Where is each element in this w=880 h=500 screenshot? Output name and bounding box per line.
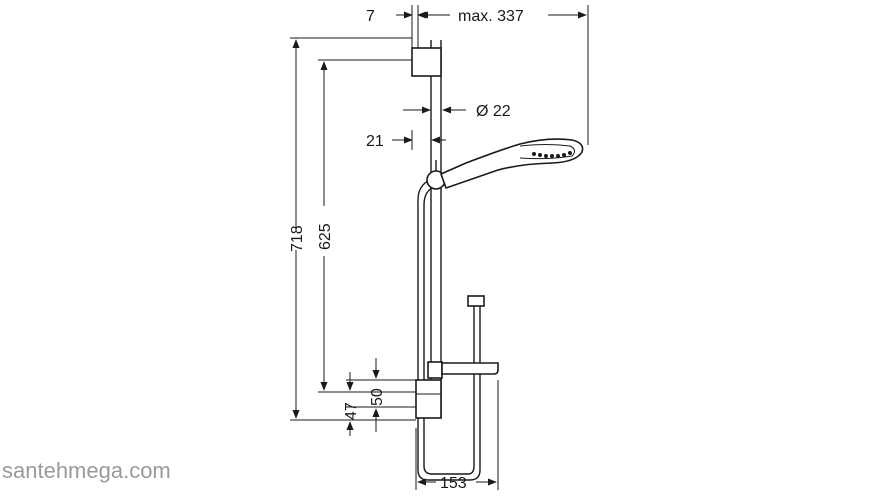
shower-hose [417, 177, 481, 481]
spray-nozzles [532, 151, 572, 158]
handshower-holder [426, 160, 446, 190]
label-holder-height: 50 [369, 388, 386, 406]
dimension-rail-offset [392, 130, 446, 150]
top-wall-bracket [411, 47, 442, 77]
bottom-wall-bracket [415, 379, 442, 419]
label-bottom-offset: 47 [343, 402, 360, 420]
handshower [439, 138, 584, 190]
dimension-diameter [403, 100, 466, 118]
label-max-reach: max. 337 [458, 8, 524, 25]
hose-connector [467, 295, 485, 307]
label-total-height: 718 [289, 225, 306, 252]
label-rail-height: 625 [317, 223, 334, 250]
dimension-offset-top [396, 5, 432, 48]
label-diameter: Ø 22 [476, 103, 511, 120]
watermark-text: santehmega.com [2, 458, 171, 483]
label-shelf-width: 153 [440, 475, 467, 492]
soap-shelf [427, 361, 499, 379]
label-rail-offset: 21 [366, 133, 384, 150]
extension-lines [290, 5, 589, 490]
label-offset-top: 7 [366, 8, 375, 25]
